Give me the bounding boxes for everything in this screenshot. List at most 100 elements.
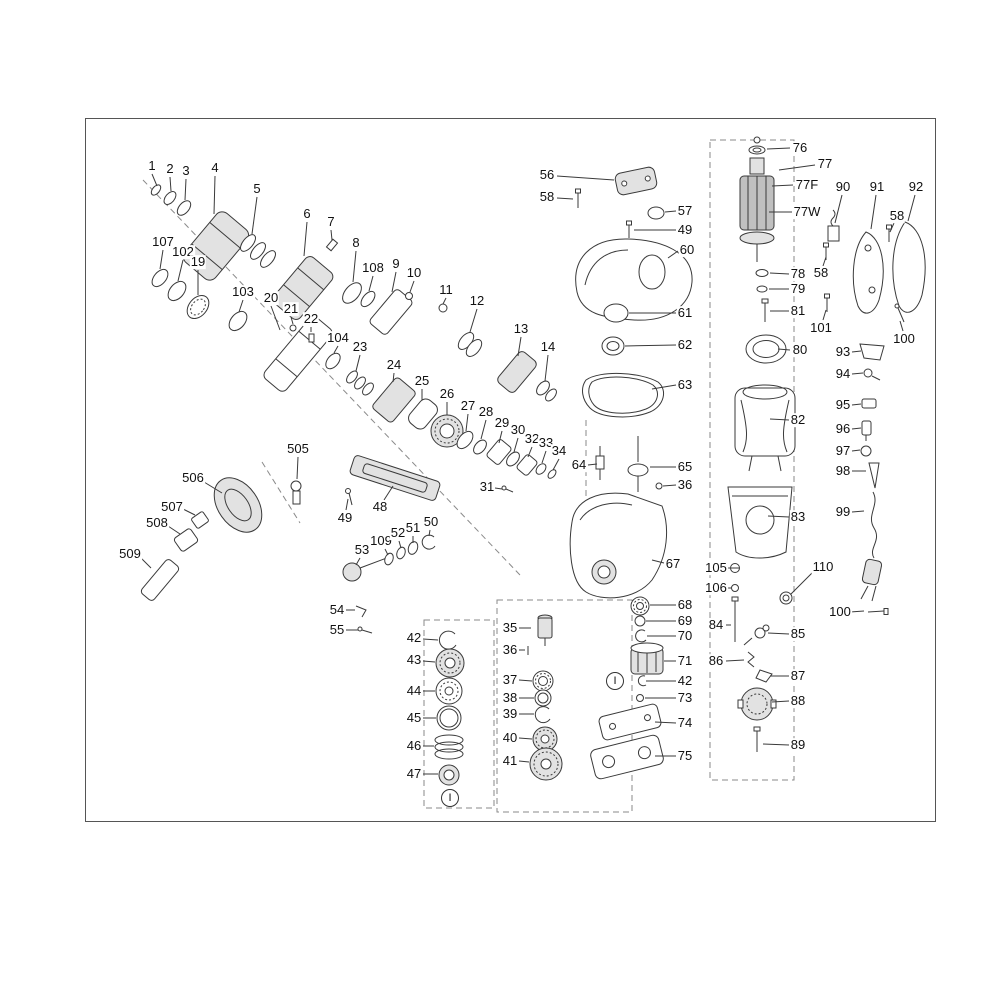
part-label-4: 4: [210, 160, 220, 176]
part-label-509: 509: [118, 546, 142, 562]
part-label-3: 3: [181, 163, 191, 179]
part-label-28: 28: [477, 404, 495, 420]
part-label-8: 8: [351, 235, 361, 251]
part-label-44: 44: [405, 683, 423, 699]
part-label-14: 14: [539, 339, 557, 355]
part-label-77: 77: [816, 156, 834, 172]
part-label-42: 42: [676, 673, 694, 689]
part-label-49: 49: [676, 222, 694, 238]
part-label-37: 37: [501, 672, 519, 688]
part-label-45: 45: [405, 710, 423, 726]
part-label-19: 19: [189, 254, 207, 270]
part-label-32: 32: [523, 431, 541, 447]
part-label-80: 80: [791, 342, 809, 358]
armature-art: [727, 136, 796, 559]
part-label-83: 83: [789, 509, 807, 525]
part-label-57: 57: [676, 203, 694, 219]
crank-housing-art: [569, 436, 668, 599]
part-label-51: 51: [404, 520, 422, 536]
part-label-104: 104: [326, 330, 350, 346]
part-label-10: 10: [405, 265, 423, 281]
part-label-75: 75: [676, 748, 694, 764]
part-label-58: 58: [812, 265, 830, 281]
part-label-106: 106: [704, 580, 728, 596]
part-label-69: 69: [676, 613, 694, 629]
part-label-82: 82: [789, 412, 807, 428]
part-label-58: 58: [888, 208, 906, 224]
part-label-39: 39: [501, 706, 519, 722]
part-label-11: 11: [438, 282, 454, 298]
part-label-41: 41: [501, 753, 519, 769]
part-label-79: 79: [789, 281, 807, 297]
part-label-31: 31: [478, 479, 496, 495]
part-label-87: 87: [789, 668, 807, 684]
part-label-505: 505: [286, 441, 310, 457]
part-label-91: 91: [868, 179, 886, 195]
part-label-105: 105: [704, 560, 728, 576]
part-label-55: 55: [328, 622, 346, 638]
part-label-507: 507: [160, 499, 184, 515]
part-label-99: 99: [834, 504, 852, 520]
gear-housing-cover-art: [575, 166, 693, 418]
part-label-86: 86: [707, 653, 725, 669]
part-label-40: 40: [501, 730, 519, 746]
gear-stack-art: [527, 614, 563, 781]
part-label-12: 12: [468, 293, 486, 309]
part-label-508: 508: [145, 515, 169, 531]
part-label-81: 81: [789, 303, 807, 319]
part-label-96: 96: [834, 421, 852, 437]
piston-gear-art: [590, 596, 664, 780]
part-label-47: 47: [405, 766, 423, 782]
part-label-97: 97: [834, 443, 852, 459]
part-label-43: 43: [405, 652, 423, 668]
part-label-73: 73: [676, 690, 694, 706]
part-label-58: 58: [538, 189, 556, 205]
part-label-36: 36: [676, 477, 694, 493]
part-label-93: 93: [834, 344, 852, 360]
lever-art: [342, 455, 441, 634]
part-label-70: 70: [676, 628, 694, 644]
part-label-22: 22: [302, 311, 320, 327]
alignment-marker: I: [441, 789, 459, 807]
part-label-85: 85: [789, 626, 807, 642]
part-label-77F: 77F: [794, 177, 820, 193]
part-label-33: 33: [537, 435, 555, 451]
part-label-56: 56: [538, 167, 556, 183]
spindle-assembly-art: [151, 268, 557, 493]
part-label-89: 89: [789, 737, 807, 753]
part-label-13: 13: [512, 321, 530, 337]
part-label-109: 109: [369, 533, 393, 549]
part-label-68: 68: [676, 597, 694, 613]
part-label-24: 24: [385, 357, 403, 373]
part-label-506: 506: [181, 470, 205, 486]
part-label-101: 101: [809, 320, 833, 336]
part-label-100: 100: [892, 331, 916, 347]
part-label-103: 103: [231, 284, 255, 300]
part-label-52: 52: [389, 525, 407, 541]
part-label-7: 7: [326, 214, 336, 230]
part-label-76: 76: [791, 140, 809, 156]
part-label-63: 63: [676, 377, 694, 393]
part-label-100: 100: [828, 604, 852, 620]
part-label-21: 21: [282, 301, 300, 317]
diagram-border: [85, 118, 936, 822]
part-label-61: 61: [676, 305, 694, 321]
part-label-34: 34: [550, 443, 568, 459]
part-label-26: 26: [438, 386, 456, 402]
part-label-30: 30: [509, 422, 527, 438]
part-label-29: 29: [493, 415, 511, 431]
part-label-36: 36: [501, 642, 519, 658]
guide-lines-art: [142, 139, 795, 813]
part-label-27: 27: [459, 398, 477, 414]
part-label-35: 35: [501, 620, 519, 636]
part-label-95: 95: [834, 397, 852, 413]
part-label-53: 53: [353, 542, 371, 558]
part-label-84: 84: [707, 617, 725, 633]
mode-knob-art: [730, 563, 793, 752]
part-label-2: 2: [165, 161, 175, 177]
part-label-46: 46: [405, 738, 423, 754]
part-label-88: 88: [789, 693, 807, 709]
part-label-64: 64: [570, 457, 588, 473]
